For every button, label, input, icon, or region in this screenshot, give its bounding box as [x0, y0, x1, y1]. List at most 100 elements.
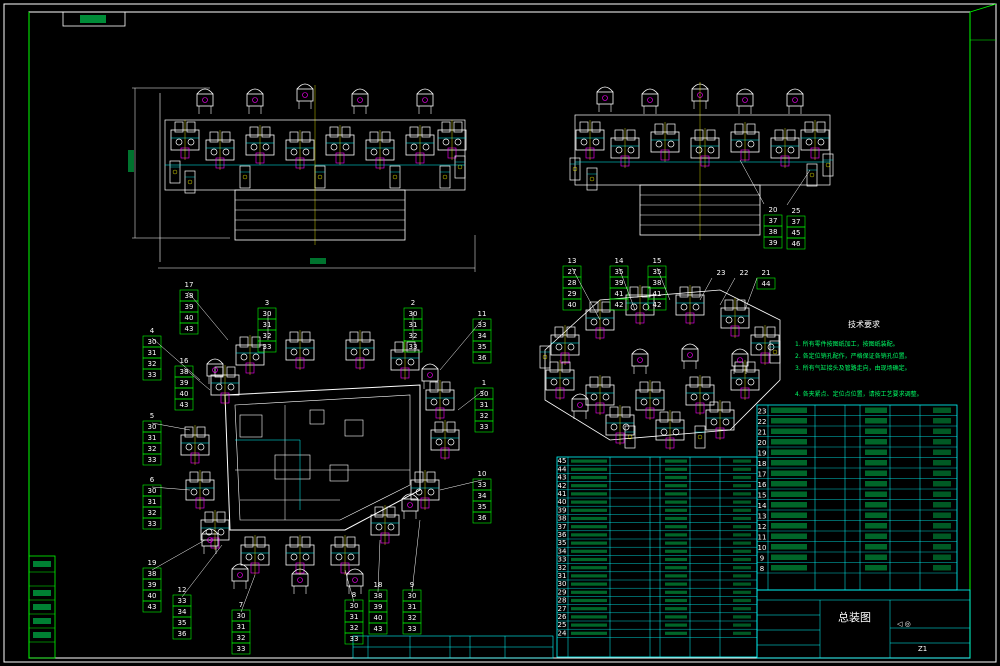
side-elevation-view [569, 82, 834, 240]
balloon-label: 37 [792, 218, 801, 226]
balloon-label: 39 [148, 581, 157, 589]
bom-left-row-number: 44 [558, 465, 567, 473]
bom-right-row-number: 14 [758, 502, 767, 510]
part-balloons: 1303132333303132332303132331133343536430… [142, 206, 806, 655]
balloon-label: 6 [150, 476, 155, 484]
bom-table-left: 4544434241403938373635343332313029282726… [556, 456, 758, 658]
bom-right-row-number: 12 [758, 523, 767, 531]
balloon-label: 30 [408, 592, 417, 600]
bom-right-row-number: 23 [758, 408, 767, 416]
bom-right-row-number: 15 [758, 492, 767, 500]
balloon-label: 40 [148, 592, 157, 600]
bom-right-row-number: 19 [758, 450, 767, 458]
bom-left-row-number: 40 [558, 498, 567, 506]
bom-right-row-number: 8 [760, 565, 764, 573]
balloon-label: 40 [568, 301, 577, 309]
bom-left-row-number: 43 [558, 474, 567, 482]
balloon-label: 39 [769, 239, 778, 247]
balloon-label: 31 [148, 349, 157, 357]
balloon-label: 14 [615, 257, 624, 265]
isometric-view [539, 284, 781, 451]
balloon-label: 34 [478, 332, 487, 340]
balloon-22: 22 [740, 269, 749, 277]
balloon-label: 33 [263, 343, 272, 351]
balloon-label: 5 [150, 412, 154, 420]
balloon-label: 33 [478, 321, 487, 329]
balloon-label: 13 [568, 257, 577, 265]
balloon-label: 38 [653, 279, 662, 287]
balloon-label: 20 [769, 206, 778, 214]
balloon-label: 43 [180, 401, 189, 409]
bom-left-row-number: 25 [558, 621, 567, 629]
bom-left-row-number: 30 [558, 580, 567, 588]
balloon-label: 33 [148, 371, 157, 379]
balloon-label: 8 [352, 591, 356, 599]
balloon-label: 32 [408, 614, 417, 622]
balloon-label: 11 [478, 310, 487, 318]
bom-left-row-number: 45 [558, 457, 567, 465]
plan-view [180, 329, 460, 595]
bom-left-row-number: 41 [558, 490, 567, 498]
balloon-label: 30 [148, 338, 157, 346]
bom-left-row-number: 36 [558, 531, 567, 539]
balloon-label: 29 [568, 290, 577, 298]
bom-right-row-number: 22 [758, 418, 767, 426]
balloon-label: 27 [568, 268, 577, 276]
balloon-label: 37 [769, 217, 778, 225]
title-block: 总装图 ◁ ◎ Z1 [352, 589, 971, 659]
balloon-label: 33 [478, 481, 487, 489]
balloon-label: 33 [148, 520, 157, 528]
balloon-label: 35 [478, 343, 487, 351]
balloon-label: 35 [478, 503, 487, 511]
balloon-label: 44 [762, 280, 771, 288]
balloon-label: 31 [480, 401, 489, 409]
bom-left-row-number: 42 [558, 482, 567, 490]
balloon-label: 41 [653, 290, 662, 298]
balloon-label: 15 [653, 257, 662, 265]
balloon-label: 38 [185, 292, 194, 300]
balloon-label: 46 [792, 240, 801, 248]
balloon-label: 21 [762, 269, 771, 277]
balloon-label: 17 [185, 281, 194, 289]
balloon-label: 10 [478, 470, 487, 478]
bom-left-row-number: 24 [558, 629, 567, 637]
bom-right-row-number: 20 [758, 439, 767, 447]
balloon-label: 35 [178, 619, 187, 627]
balloon-label: 30 [237, 612, 246, 620]
balloon-label: 3 [265, 299, 269, 307]
bom-left-row-number: 32 [558, 564, 567, 572]
revision-column [28, 555, 56, 659]
balloon-label: 9 [410, 581, 414, 589]
bom-right-row-number: 13 [758, 513, 767, 521]
bottom-left-bom [352, 635, 554, 659]
outer-border [3, 3, 997, 663]
balloon-label: 38 [180, 368, 189, 376]
projection-symbol: ◁ ◎ [897, 620, 911, 628]
balloon-label: 39 [180, 379, 189, 387]
bom-right-row-number: 10 [758, 544, 767, 552]
balloon-label: 31 [350, 613, 359, 621]
balloon-label: 33 [148, 456, 157, 464]
balloon-label: 16 [180, 357, 189, 365]
balloon-label: 34 [178, 608, 187, 616]
balloon-label: 33 [350, 635, 359, 643]
balloon-label: 30 [148, 487, 157, 495]
balloon-label: 31 [148, 498, 157, 506]
bom-left-row-number: 29 [558, 588, 567, 596]
stamp-label: Z1 [918, 645, 927, 653]
balloon-label: 31 [148, 434, 157, 442]
leader-lines [151, 159, 811, 613]
balloon-label: 36 [478, 354, 487, 362]
balloon-label: 32 [263, 332, 272, 340]
balloon-label: 35 [615, 268, 624, 276]
